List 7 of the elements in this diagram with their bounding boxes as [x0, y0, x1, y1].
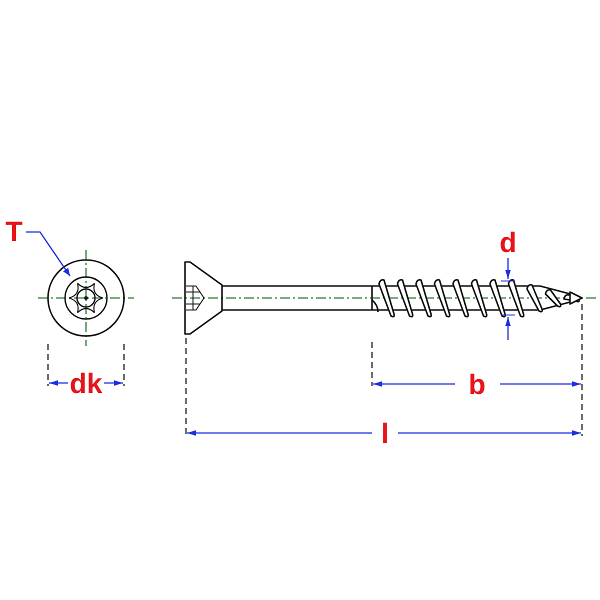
- dimension-label: dk: [70, 369, 102, 399]
- dimension-label: b: [468, 370, 486, 400]
- callout-label: T: [2, 216, 26, 248]
- dimension-label: d: [499, 228, 517, 258]
- dimension-label: l: [381, 419, 389, 449]
- leader-line: [26, 231, 71, 276]
- torx-recess-drawing: [64, 276, 108, 320]
